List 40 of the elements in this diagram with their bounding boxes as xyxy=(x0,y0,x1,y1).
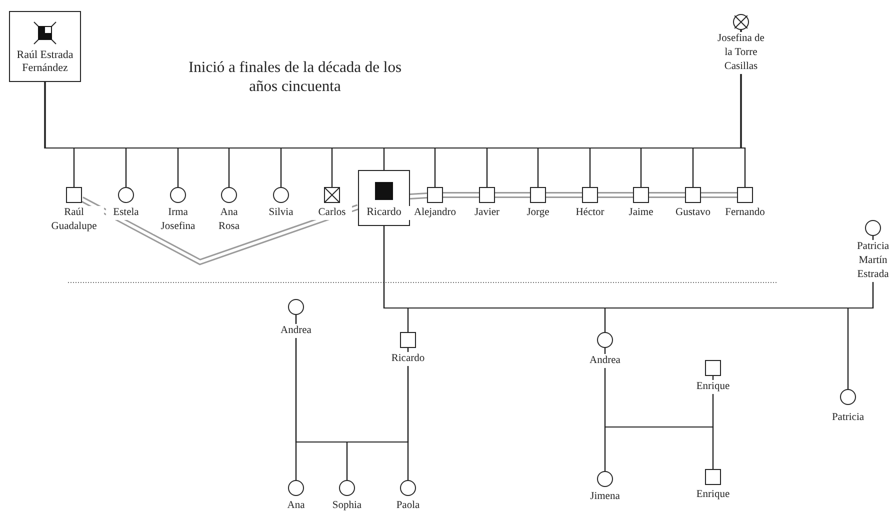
double-relationship-line xyxy=(700,192,738,198)
female-circle-symbol xyxy=(118,187,134,203)
female-circle-symbol xyxy=(339,480,355,496)
crossed-circle-symbol xyxy=(733,14,749,30)
person-frame xyxy=(358,170,410,226)
person-name: Raúl Estrada Fernández xyxy=(16,48,74,74)
male-square-symbol xyxy=(530,187,546,203)
male-square-symbol xyxy=(737,187,753,203)
female-circle-symbol xyxy=(288,480,304,496)
female-circle-symbol xyxy=(170,187,186,203)
male-square-symbol xyxy=(479,187,495,203)
double-relationship-line xyxy=(442,192,480,198)
crossed-square-symbol xyxy=(324,187,340,203)
male-square-symbol xyxy=(633,187,649,203)
female-circle-symbol xyxy=(597,471,613,487)
note-text: Inició a finales de la década de los años cincuenta xyxy=(187,58,403,96)
male-square-symbol xyxy=(705,360,721,376)
person-frame xyxy=(9,10,81,82)
female-circle-symbol xyxy=(840,389,856,405)
male-square-symbol xyxy=(427,187,443,203)
double-relationship-line xyxy=(494,192,531,198)
double-relationship-line xyxy=(545,192,583,198)
double-relationship-line xyxy=(597,192,634,198)
male-square-symbol xyxy=(66,187,82,203)
male-square-symbol xyxy=(705,469,721,485)
male-square-symbol xyxy=(400,332,416,348)
female-circle-symbol xyxy=(400,480,416,496)
female-circle-symbol xyxy=(273,187,289,203)
male-square-symbol xyxy=(685,187,701,203)
person-name: Ricardo xyxy=(366,206,402,219)
family-line xyxy=(407,348,409,480)
female-circle-symbol xyxy=(221,187,237,203)
person-name: Josefina de la Torre Casillas xyxy=(716,32,766,74)
double-relationship-line xyxy=(409,192,428,200)
female-circle-symbol xyxy=(288,299,304,315)
male-square-symbol xyxy=(582,187,598,203)
double-relationship-line xyxy=(648,192,686,198)
person-name: Carlos xyxy=(312,206,352,220)
female-circle-symbol xyxy=(597,332,613,348)
female-circle-symbol xyxy=(865,220,881,236)
